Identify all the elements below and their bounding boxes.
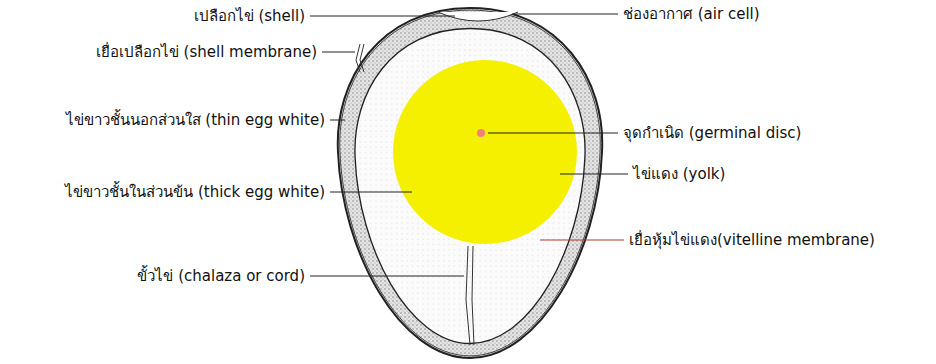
chalaza (466, 246, 474, 345)
part-label: ไข่ขาวชั้นในส่วนข้น (thick egg white) (64, 183, 326, 201)
part-label: เยื่อหุ้มไข่แดง(vitelline membrane) (628, 231, 876, 249)
yolk (393, 60, 577, 244)
chalaza-top (356, 44, 364, 72)
part-label: ช่องอากาศ (air cell) (622, 5, 761, 23)
shell-membrane-line (340, 10, 601, 356)
leader-line (560, 174, 628, 175)
leader-line (330, 120, 345, 121)
leader-line (322, 52, 355, 53)
leader-line (488, 133, 618, 134)
germinal-disc (477, 129, 485, 137)
part-label: ไข่แดง (yolk) (632, 165, 726, 183)
thick-white-outline (355, 28, 585, 343)
leader-line (310, 16, 455, 17)
part-label: จุดกำเนิด (germinal disc) (622, 124, 802, 142)
leader-line (330, 192, 412, 193)
part-label: ขั้วไข่ (chalaza or cord) (136, 267, 306, 285)
part-label: เปลือกไข่ (shell) (193, 7, 306, 25)
shell-outline (338, 8, 602, 358)
part-label: ไข่ขาวชั้นนอกส่วนใส (thin egg white) (65, 111, 326, 129)
leader-line (310, 276, 464, 277)
leader-line (540, 240, 624, 241)
part-label: เยื่อเปลือกไข่ (shell membrane) (95, 43, 318, 61)
leader-line (512, 14, 618, 15)
